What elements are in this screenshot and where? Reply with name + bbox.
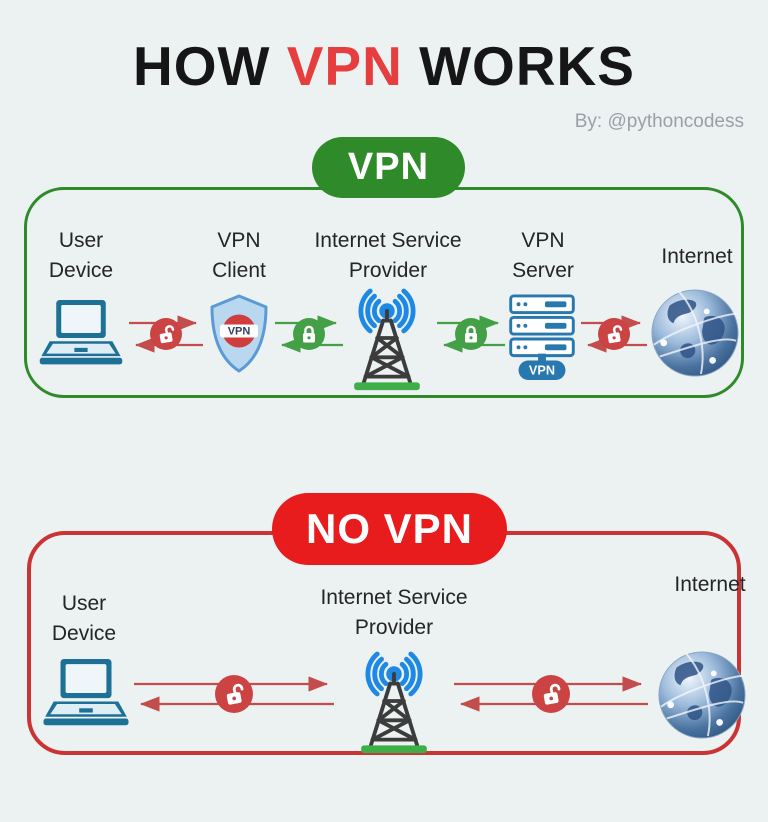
server-vpn-badge bbox=[518, 360, 566, 381]
title-part2: WORKS bbox=[402, 35, 635, 97]
globe-icon bbox=[656, 650, 748, 740]
node-label-user-device: User Device bbox=[48, 229, 114, 282]
node-label-internet: Internet bbox=[674, 573, 746, 596]
closed-padlock-icon bbox=[293, 318, 325, 350]
open-padlock-icon bbox=[532, 675, 570, 713]
open-padlock-icon bbox=[150, 318, 182, 350]
svg-text:VPN: VPN bbox=[228, 326, 251, 338]
closed-padlock-icon bbox=[455, 318, 487, 350]
node-label-vpn-server: VPN Server bbox=[512, 229, 574, 282]
node-label-vpn-client: VPN Client bbox=[212, 229, 266, 282]
server-icon: VPN bbox=[507, 294, 577, 382]
author-byline: By: @pythoncodess bbox=[574, 111, 744, 132]
laptop-icon bbox=[43, 659, 129, 727]
title-part1: HOW bbox=[133, 35, 287, 97]
cell-tower-icon bbox=[346, 645, 442, 757]
open-padlock-icon bbox=[598, 318, 630, 350]
node-label-isp: Internet Service Provider bbox=[314, 229, 462, 282]
vpn-badge: VPN bbox=[312, 137, 465, 198]
link-isp-vpn-server bbox=[435, 312, 507, 356]
no-vpn-badge: NO VPN bbox=[272, 493, 507, 565]
cell-tower-icon bbox=[339, 282, 435, 394]
page-title: HOW VPN WORKS bbox=[0, 34, 768, 98]
link-user-device-isp bbox=[132, 672, 336, 716]
globe-icon bbox=[649, 288, 741, 378]
link-vpn-server-internet bbox=[579, 312, 649, 356]
node-label-internet: Internet bbox=[661, 245, 733, 268]
link-vpn-client-isp bbox=[273, 312, 345, 356]
laptop-icon bbox=[39, 300, 123, 366]
svg-text:VPN: VPN bbox=[529, 363, 555, 378]
title-highlight: VPN bbox=[286, 35, 403, 97]
open-padlock-icon bbox=[215, 675, 253, 713]
link-isp-internet bbox=[452, 672, 650, 716]
shield-vpn-icon: VPN bbox=[207, 294, 271, 374]
node-label-user-device: User Device bbox=[51, 592, 117, 645]
no-vpn-panel: User Device Internet Service Provider In… bbox=[27, 531, 746, 757]
node-label-isp: Internet Service Provider bbox=[320, 586, 468, 639]
vpn-panel: User Device VPN Client Internet Service … bbox=[24, 187, 744, 398]
link-user-device-vpn-client bbox=[127, 312, 205, 356]
